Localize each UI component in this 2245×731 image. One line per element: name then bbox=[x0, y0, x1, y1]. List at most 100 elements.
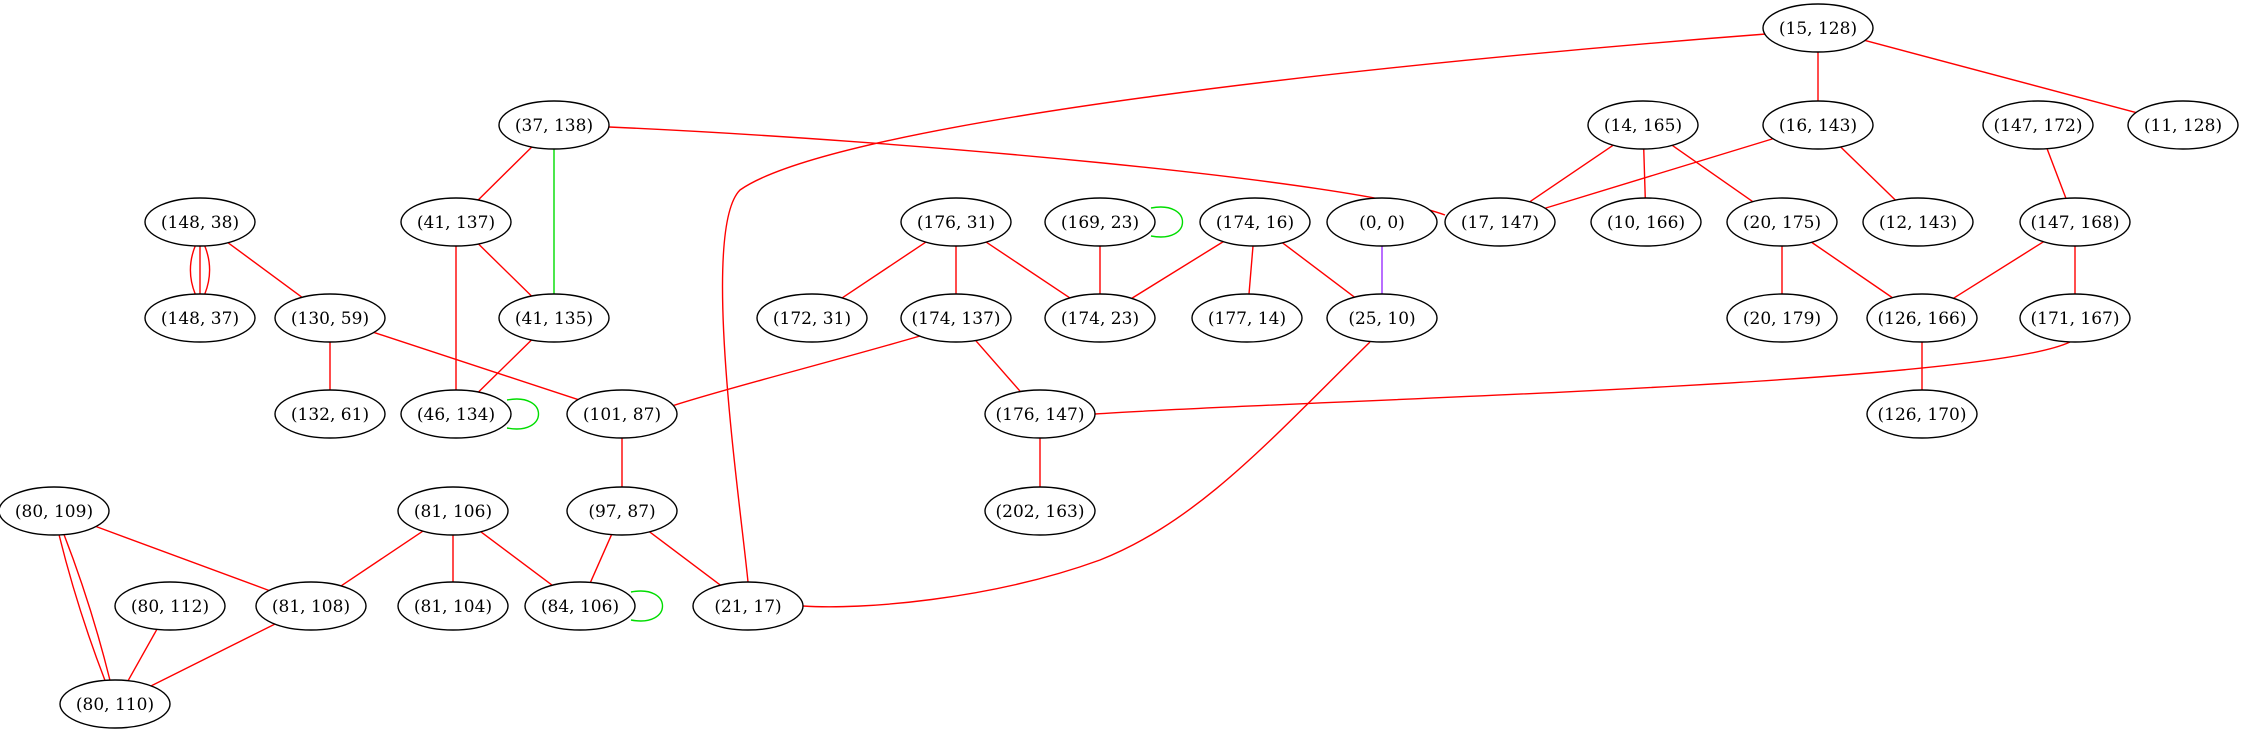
edge-14_165-to-17_147 bbox=[1529, 144, 1614, 203]
node-label: (41, 135) bbox=[515, 309, 593, 329]
node-label: (126, 170) bbox=[1878, 405, 1967, 425]
edge-81_108-to-80_110 bbox=[150, 623, 276, 687]
edge-41_137-to-41_135 bbox=[477, 243, 533, 297]
node-label: (174, 23) bbox=[1061, 309, 1139, 329]
node-ellipse bbox=[144, 293, 256, 343]
edge-14_165-to-10_166 bbox=[1643, 148, 1646, 199]
edge-174_137-to-176_147 bbox=[975, 339, 1021, 393]
node-ellipse bbox=[566, 389, 678, 439]
node-ellipse bbox=[1590, 197, 1702, 247]
edge-176_31-to-172_31 bbox=[841, 241, 927, 299]
node-label: (169, 23) bbox=[1061, 213, 1139, 233]
graph-node: (80, 112) bbox=[114, 581, 226, 631]
edges-layer bbox=[58, 33, 2137, 687]
graph-node: (21, 17) bbox=[692, 581, 804, 631]
node-ellipse bbox=[1866, 293, 1978, 343]
graph-node: (171, 167) bbox=[2019, 293, 2131, 343]
node-ellipse bbox=[0, 486, 110, 536]
node-label: (17, 147) bbox=[1461, 213, 1539, 233]
node-ellipse bbox=[1044, 197, 1156, 247]
edge-176_31-to-174_23 bbox=[985, 241, 1071, 299]
node-ellipse bbox=[498, 100, 610, 150]
node-label: (174, 16) bbox=[1216, 213, 1294, 233]
node-ellipse bbox=[400, 389, 512, 439]
node-label: (80, 109) bbox=[15, 502, 93, 522]
edge-20_175-to-126_166 bbox=[1811, 241, 1893, 299]
graph-node: (25, 10) bbox=[1326, 293, 1438, 343]
node-label: (12, 143) bbox=[1879, 213, 1957, 233]
edge-174_137-to-101_87 bbox=[671, 335, 921, 407]
graph-node: (41, 135) bbox=[498, 293, 610, 343]
edge-147_168-to-126_166 bbox=[1953, 241, 2044, 299]
node-ellipse bbox=[2019, 197, 2131, 247]
graph-node: (17, 147) bbox=[1444, 197, 1556, 247]
node-label: (21, 17) bbox=[714, 597, 781, 617]
edge-37_138-to-41_137 bbox=[477, 146, 533, 201]
edge-80_109-to-80_110 bbox=[63, 533, 111, 680]
node-label: (130, 59) bbox=[291, 309, 369, 329]
edge-25_10-to-21_17 bbox=[802, 341, 1371, 608]
node-ellipse bbox=[1762, 3, 1874, 53]
edge-174_16-to-174_23 bbox=[1131, 241, 1224, 299]
graph-node: (174, 23) bbox=[1044, 293, 1156, 343]
node-label: (0, 0) bbox=[1359, 213, 1405, 233]
node-ellipse bbox=[255, 581, 367, 631]
node-ellipse bbox=[1726, 293, 1838, 343]
graph-node: (84, 106) bbox=[524, 581, 636, 631]
node-label: (97, 87) bbox=[588, 502, 655, 522]
node-label: (147, 172) bbox=[1994, 116, 2083, 136]
node-ellipse bbox=[984, 486, 1096, 536]
graph-node: (132, 61) bbox=[274, 389, 386, 439]
graph-node: (126, 170) bbox=[1866, 389, 1978, 439]
graph-node: (80, 110) bbox=[59, 679, 171, 729]
edge-37_138-to-17_147 bbox=[608, 126, 1446, 216]
graph-node: (41, 137) bbox=[400, 197, 512, 247]
node-label: (176, 147) bbox=[996, 405, 1085, 425]
node-ellipse bbox=[1762, 100, 1874, 150]
node-label: (41, 137) bbox=[417, 213, 495, 233]
edge-130_59-to-101_87 bbox=[373, 331, 579, 401]
graph-node: (81, 108) bbox=[255, 581, 367, 631]
edge-174_16-to-25_10 bbox=[1282, 242, 1355, 298]
node-ellipse bbox=[114, 581, 226, 631]
node-label: (80, 112) bbox=[131, 597, 209, 617]
node-label: (174, 137) bbox=[912, 309, 1001, 329]
node-label: (101, 87) bbox=[583, 405, 661, 425]
node-label: (177, 14) bbox=[1208, 309, 1286, 329]
graph-node: (11, 128) bbox=[2127, 100, 2239, 150]
node-label: (147, 168) bbox=[2031, 213, 2120, 233]
node-label: (37, 138) bbox=[515, 116, 593, 136]
nodes-layer: (15, 128)(37, 138)(14, 165)(16, 143)(147… bbox=[0, 3, 2239, 729]
edge-80_109-to-80_110 bbox=[58, 535, 106, 682]
node-ellipse bbox=[524, 581, 636, 631]
node-label: (25, 10) bbox=[1348, 309, 1415, 329]
node-label: (84, 106) bbox=[541, 597, 619, 617]
graph-node: (14, 165) bbox=[1587, 100, 1699, 150]
graph-node: (20, 179) bbox=[1726, 293, 1838, 343]
edge-171_167-to-176_147 bbox=[1094, 341, 2071, 415]
edge-97_87-to-21_17 bbox=[649, 531, 721, 586]
node-ellipse bbox=[1444, 197, 1556, 247]
edge-148_38-to-148_37 bbox=[204, 245, 211, 295]
graph-node: (20, 175) bbox=[1726, 197, 1838, 247]
graph-node: (15, 128) bbox=[1762, 3, 1874, 53]
node-label: (10, 166) bbox=[1607, 213, 1685, 233]
node-label: (15, 128) bbox=[1779, 19, 1857, 39]
node-ellipse bbox=[1326, 197, 1438, 247]
node-ellipse bbox=[2019, 293, 2131, 343]
graph-node: (80, 109) bbox=[0, 486, 110, 536]
node-ellipse bbox=[1326, 293, 1438, 343]
node-ellipse bbox=[566, 486, 678, 536]
edge-81_106-to-81_108 bbox=[340, 530, 424, 587]
graph-node: (169, 23) bbox=[1044, 197, 1156, 247]
node-label: (176, 31) bbox=[917, 213, 995, 233]
graph-node: (174, 137) bbox=[900, 293, 1012, 343]
edge-148_38-to-148_37 bbox=[189, 245, 196, 295]
node-label: (81, 104) bbox=[414, 597, 492, 617]
graph-node: (148, 37) bbox=[144, 293, 256, 343]
node-ellipse bbox=[1587, 100, 1699, 150]
node-ellipse bbox=[692, 581, 804, 631]
node-label: (126, 166) bbox=[1878, 309, 1967, 329]
edge-174_16-to-177_14 bbox=[1248, 245, 1254, 295]
